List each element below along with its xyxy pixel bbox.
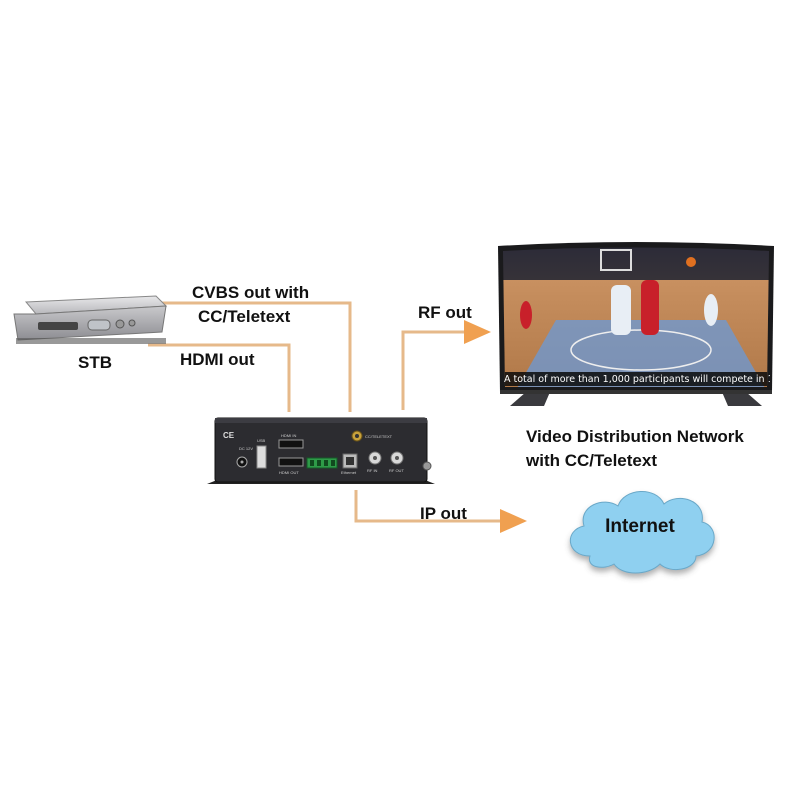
- tv-caption: A total of more than 1,000 participants …: [504, 374, 770, 385]
- ce-mark: CE: [223, 431, 235, 440]
- hdmi-label: HDMI out: [180, 350, 255, 369]
- internet-cloud: Internet: [560, 478, 720, 588]
- set-top-box-icon: [13, 295, 168, 344]
- cvbs-connector-line: [148, 301, 352, 412]
- network-label-line2: with CC/Teletext: [526, 451, 657, 470]
- player-figures: [520, 280, 718, 335]
- internet-label: Internet: [605, 516, 675, 537]
- svg-text:RF IN: RF IN: [367, 468, 378, 473]
- cvbs-label-line1: CVBS out with: [192, 283, 310, 302]
- encoder-device: CE DC 12V USB HDMI IN HDMI OUT CC/TELETE…: [205, 410, 437, 490]
- rf-label: RF out: [418, 303, 472, 322]
- cloud-icon: [569, 491, 715, 574]
- encoder-box-icon: CE DC 12V USB HDMI IN HDMI OUT CC/TELETE…: [207, 417, 435, 484]
- svg-text:CC/TELETEXT: CC/TELETEXT: [365, 434, 393, 439]
- svg-text:Ethernet: Ethernet: [341, 470, 357, 475]
- rf-out-arrow: [401, 320, 491, 410]
- stb-label: STB: [78, 353, 112, 372]
- cvbs-label-line2: CC/Teletext: [198, 307, 291, 326]
- svg-text:DC 12V: DC 12V: [239, 446, 253, 451]
- tv-icon: [498, 242, 774, 406]
- hdmi-connector-line: [148, 343, 291, 412]
- television: A total of more than 1,000 participants …: [496, 240, 776, 415]
- ip-label: IP out: [420, 504, 467, 523]
- svg-text:HDMI IN: HDMI IN: [281, 433, 296, 438]
- svg-text:RF OUT: RF OUT: [389, 468, 404, 473]
- ip-out-arrow: [354, 490, 527, 533]
- svg-text:USB: USB: [257, 438, 266, 443]
- stb-device: [8, 290, 168, 350]
- svg-text:HDMI OUT: HDMI OUT: [279, 470, 299, 475]
- network-label-line1: Video Distribution Network: [526, 427, 744, 446]
